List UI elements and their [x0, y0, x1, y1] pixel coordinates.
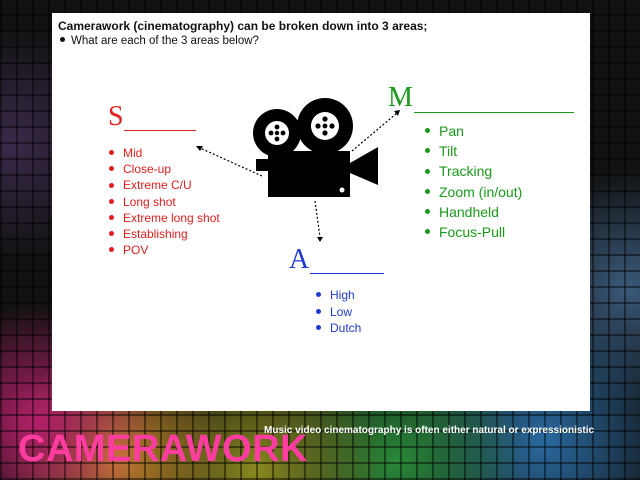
arrow-to-m	[351, 112, 398, 152]
footer-caption: Music video cinematography is often eith…	[264, 425, 595, 436]
s-letter: S	[108, 101, 124, 132]
s-list: Mid Close-up Extreme C/U Long shot Extre…	[109, 145, 220, 258]
bullet-icon	[109, 198, 114, 204]
m-blank-line	[414, 112, 574, 113]
list-item: Pan	[425, 121, 522, 141]
bullet-icon	[109, 231, 114, 237]
arrow-to-s	[199, 147, 263, 177]
list-item: Extreme long shot	[109, 210, 220, 226]
bullet-icon	[109, 247, 114, 253]
slide-question: What are each of the 3 areas below?	[58, 35, 259, 47]
m-list: Pan Tilt Tracking Zoom (in/out) Handheld…	[425, 121, 522, 242]
diagram	[196, 98, 400, 242]
list-item: Dutch	[316, 320, 361, 337]
bullet-icon	[316, 325, 321, 331]
slide-title: Camerawork (cinematography) can be broke…	[58, 19, 428, 33]
camerawork-logo: CAMERAWORK	[18, 428, 308, 470]
movie-camera-icon	[253, 98, 378, 197]
list-item: POV	[109, 242, 220, 258]
a-list: High Low Dutch	[316, 287, 361, 337]
bullet-icon	[316, 308, 321, 314]
s-blank-line	[124, 130, 196, 131]
bullet-icon	[425, 208, 430, 214]
list-item: Extreme C/U	[109, 177, 220, 193]
bullet-icon	[425, 128, 430, 134]
bullet-icon	[60, 37, 65, 43]
m-letter: M	[388, 82, 413, 113]
bullet-icon	[109, 166, 114, 172]
list-item: Low	[316, 304, 361, 321]
bullet-icon	[425, 188, 430, 194]
list-item: Tilt	[425, 141, 522, 161]
bullet-icon	[316, 292, 321, 298]
bullet-icon	[109, 214, 114, 220]
list-item: Establishing	[109, 226, 220, 242]
bullet-icon	[109, 150, 114, 156]
list-item: Focus-Pull	[425, 222, 522, 242]
slide: Camerawork (cinematography) can be broke…	[52, 13, 590, 411]
a-letter: A	[289, 244, 310, 275]
list-item: Long shot	[109, 194, 220, 210]
list-item: Close-up	[109, 161, 220, 177]
list-item: Mid	[109, 145, 220, 161]
list-item: Handheld	[425, 202, 522, 222]
question-text: What are each of the 3 areas below?	[71, 35, 259, 47]
bullet-icon	[109, 182, 114, 188]
list-item: High	[316, 287, 361, 304]
bullet-icon	[425, 168, 430, 174]
arrow-to-a	[314, 200, 321, 238]
a-blank-line	[310, 273, 384, 274]
list-item: Zoom (in/out)	[425, 182, 522, 202]
bullet-icon	[425, 148, 430, 154]
list-item: Tracking	[425, 161, 522, 181]
bullet-icon	[425, 229, 430, 235]
